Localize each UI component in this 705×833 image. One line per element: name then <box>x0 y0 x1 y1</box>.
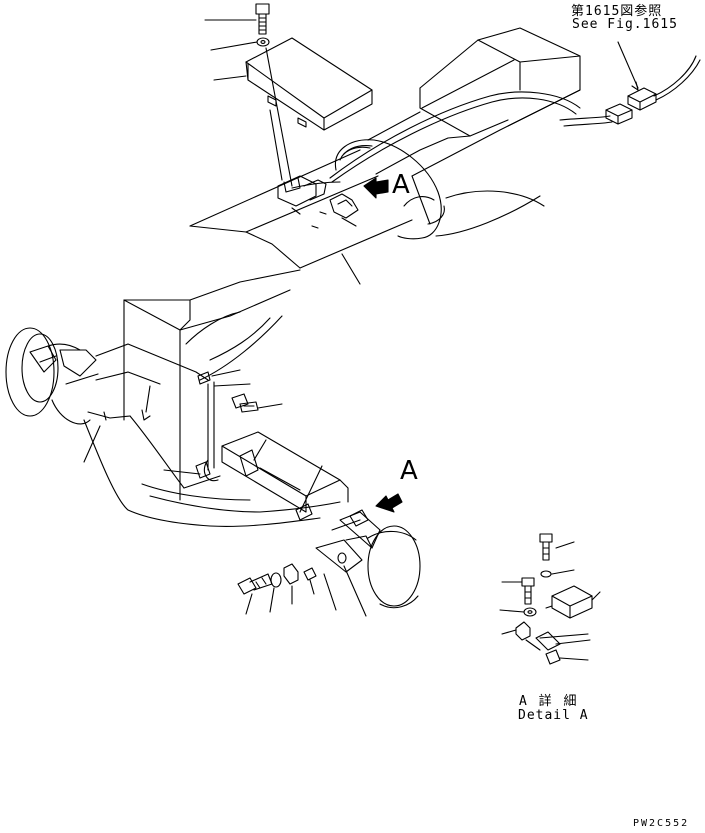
connector-right <box>606 42 700 124</box>
top-washer <box>257 38 269 46</box>
cross-tube <box>204 432 348 520</box>
leaders-mid <box>84 370 322 512</box>
leaders-top <box>205 20 292 186</box>
leaders-lower <box>246 566 366 616</box>
leaders-detail <box>500 542 600 660</box>
right-drum <box>316 510 420 608</box>
vertical-post <box>124 270 300 500</box>
wiring-harness <box>292 92 612 188</box>
arrow-mid <box>376 494 402 512</box>
leader-rail <box>342 254 360 284</box>
lower-clip <box>304 568 316 580</box>
lower-washer <box>271 573 281 587</box>
upper-disc <box>335 140 544 239</box>
drawing-code: PW2C552 <box>633 818 690 829</box>
reference-japanese-label: 第1615図参照 <box>571 4 663 19</box>
detail-title-english: Detail A <box>518 708 589 723</box>
detail-title-japanese: A 詳 細 <box>519 694 579 709</box>
top-cover <box>246 38 372 130</box>
lower-nut <box>284 564 298 584</box>
callout-a-top: A <box>392 170 410 200</box>
lower-washer-2 <box>338 553 346 563</box>
frame-upper <box>190 28 580 268</box>
axle-housing <box>84 344 340 526</box>
detail-a-parts <box>516 534 592 664</box>
left-axle-hub <box>6 328 98 424</box>
top-bolt <box>256 4 269 34</box>
bracket-upper <box>278 176 358 228</box>
callout-a-mid: A <box>400 456 418 486</box>
post-hardware <box>196 372 258 478</box>
reference-english-label: See Fig.1615 <box>572 17 678 32</box>
arrow-top <box>364 178 388 198</box>
lower-bolt <box>238 574 272 594</box>
